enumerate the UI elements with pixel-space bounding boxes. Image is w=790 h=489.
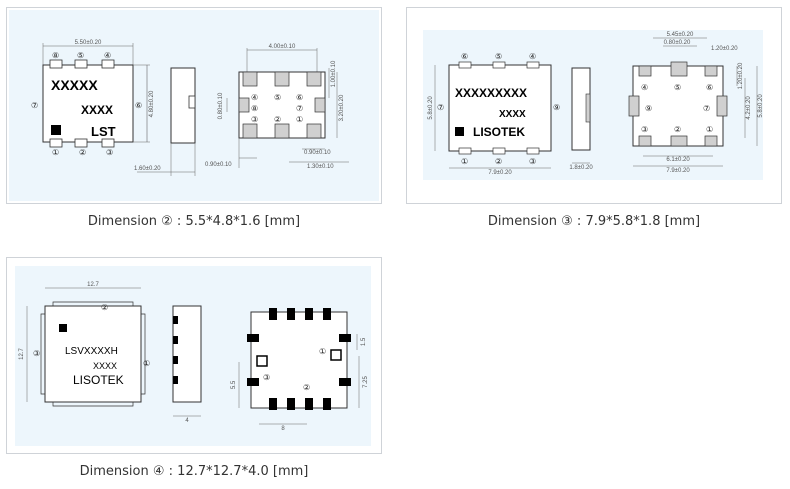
d2-bottom-pad-v2-label: 0.80±0.10: [218, 92, 224, 119]
caption-dimension-4: Dimension ④ : 12.7*12.7*4.0 [mm]: [79, 464, 309, 479]
caption-dimension-3: Dimension ③ : 7.9*5.8*1.8 [mm]: [487, 214, 701, 229]
d2-pin-5b: ⑤: [77, 51, 84, 60]
d3-top-height-label: 5.8±0.20: [428, 96, 434, 120]
d2-top-view: 5.50±0.20 XXXXX XXXX LST ⑧ ⑤ ④ ⑦ ⑥ ① ② ③…: [31, 40, 155, 157]
caption-dimension-2: Dimension ② : 5.5*4.8*1.6 [mm]: [87, 214, 301, 229]
d4-side-thickness-label: 4: [185, 418, 189, 424]
d2-bottom-view: 4.00±0.10 ④ ⑤ ⑥ ⑧ ⑦ ③ ② ① 1.00±0.10 0.80…: [205, 44, 349, 170]
d3-pin-3: ③: [529, 157, 536, 166]
d3-bottom-top-w3-label: 0.80±0.20: [664, 40, 691, 46]
d2-bottom-pad-h1-label: 0.90±0.10: [205, 162, 232, 168]
drawing-d3: ⑥ ⑤ ④ ⑦ ⑨ ① ② ③ XXXXXXXXX XXXX LISOTEK 5…: [423, 30, 764, 180]
drawing-d2: 5.50±0.20 XXXXX XXXX LST ⑧ ⑤ ④ ⑦ ⑥ ① ② ③…: [9, 10, 379, 201]
d2-bottom-pin-3: ③: [251, 115, 258, 124]
d2-bottom-pad-h2-label: 0.90±0.10: [304, 150, 331, 156]
d4-marking-line1: LSVXXXXH: [65, 346, 118, 357]
d4-top-width-label: 12.7: [87, 282, 99, 288]
d2-bottom-pin-1: ①: [296, 115, 303, 124]
d4-bottom-pad-label: 1.5: [361, 337, 367, 346]
diagram-panel-d2: 5.50±0.20 XXXXX XXXX LST ⑧ ⑤ ④ ⑦ ⑥ ① ② ③…: [6, 7, 382, 204]
d2-bottom-pin-4: ④: [251, 93, 258, 102]
d3-pin-9: ⑨: [553, 103, 560, 112]
d3-top-width-label: 7.9±0.20: [488, 170, 512, 176]
d2-pin-2: ②: [79, 148, 86, 157]
pin1-indicator-square: [51, 125, 61, 135]
d3-bottom-pin-6: ⑥: [706, 83, 713, 92]
d2-bottom-pad-v3-label: 3.20±0.20: [339, 94, 345, 121]
d2-marking-brand: LST: [91, 124, 116, 139]
d2-pin-7: ⑦: [31, 101, 38, 110]
d3-pin-2: ②: [495, 157, 502, 166]
d2-marking-line1: XXXXX: [51, 77, 98, 93]
d2-bottom-pin-2: ②: [274, 115, 281, 124]
d3-bottom-pin-4: ④: [641, 83, 648, 92]
d3-bottom-view: 5.45±0.20 0.80±0.20 1.20±0.20 ④ ⑤ ⑥ ⑨ ⑦ …: [628, 32, 764, 174]
d2-pin-8: ⑧: [52, 51, 59, 60]
d3-bottom-pin-2: ②: [674, 125, 681, 134]
d2-pin-6: ⑥: [135, 101, 142, 110]
d3-bottom-w1-label: 6.1±0.20: [666, 157, 690, 163]
d3-pin-6: ⑥: [461, 52, 468, 61]
d4-pin1-indicator-square: [59, 324, 67, 332]
d2-top-width-label: 5.50±0.20: [75, 40, 102, 46]
d2-side-thickness-label: 1.60±0.20: [134, 166, 161, 172]
d3-bottom-top-w1-label: 5.45±0.20: [667, 32, 694, 38]
d3-bottom-right-3-label: 5.8±0.20: [758, 94, 764, 118]
d3-pin-7: ⑦: [437, 103, 444, 112]
d4-bottom-h2-label: 7.25: [363, 376, 369, 388]
d4-top-view: 12.7 ② ③ ① LSVXXXXH XXXX LISOTEK 12.7: [19, 282, 150, 407]
d2-pin-4: ④: [104, 51, 111, 60]
d4-bottom-view: ③ ① ② 8 5.5 7.25 1.5: [231, 308, 369, 432]
d2-bottom-pin-6: ⑥: [296, 93, 303, 102]
d4-top-pin-2: ②: [101, 303, 108, 312]
d3-marking-line2: XXXX: [499, 109, 526, 120]
d3-pin-1: ①: [461, 157, 468, 166]
d2-bottom-pad-h3-label: 1.30±0.10: [307, 164, 334, 170]
d3-pin-5: ⑤: [495, 52, 502, 61]
d3-bottom-pin-5: ⑤: [674, 83, 681, 92]
d2-pin-3: ③: [106, 148, 113, 157]
d3-bottom-pin-7: ⑦: [703, 104, 710, 113]
d4-top-pin-3: ③: [33, 349, 40, 358]
d4-top-pin-1: ①: [143, 359, 150, 368]
d3-side-thickness-label: 1.8±0.20: [569, 165, 593, 171]
d3-bottom-pin-3: ③: [641, 125, 648, 134]
d3-side-view: 1.8±0.20: [569, 67, 593, 171]
d4-side-view: 4: [172, 305, 202, 424]
diagram-panel-d3: ⑥ ⑤ ④ ⑦ ⑨ ① ② ③ XXXXXXXXX XXXX LISOTEK 5…: [406, 7, 782, 204]
d3-bottom-top-w2-label: 1.20±0.20: [711, 46, 738, 52]
drawing-d4: 12.7 ② ③ ① LSVXXXXH XXXX LISOTEK 12.7 4: [15, 266, 371, 446]
d4-bottom-pin-1: ①: [319, 347, 326, 356]
d2-marking-line2: XXXX: [81, 103, 113, 117]
d3-top-view: ⑥ ⑤ ④ ⑦ ⑨ ① ② ③ XXXXXXXXX XXXX LISOTEK 5…: [428, 52, 560, 176]
d4-bottom-pin-3: ③: [263, 373, 270, 382]
d3-bottom-pin-1: ①: [706, 125, 713, 134]
d2-top-height-label: 4.80±0.20: [149, 90, 155, 117]
d3-bottom-w2-label: 7.9±0.20: [666, 168, 690, 174]
d2-side-view: 1.60±0.20: [134, 67, 196, 176]
d4-marking-line2: XXXX: [93, 361, 117, 371]
d2-bottom-pin-5: ⑤: [274, 93, 281, 102]
d3-pin1-indicator-square: [455, 127, 464, 136]
d3-marking-brand: LISOTEK: [473, 125, 525, 139]
d3-bottom-right-1-label: 1.20±0.20: [738, 62, 744, 89]
diagram-panel-d4: 12.7 ② ③ ① LSVXXXXH XXXX LISOTEK 12.7 4: [6, 257, 382, 454]
d3-marking-line1: XXXXXXXXX: [455, 86, 527, 100]
d2-pin-1: ①: [52, 148, 59, 157]
d4-top-height-label: 12.7: [19, 348, 25, 360]
d4-bottom-width-label: 8: [281, 426, 285, 432]
d4-bottom-h1-label: 5.5: [231, 380, 237, 389]
d3-bottom-right-2-label: 4.2±0.20: [746, 96, 752, 120]
d4-marking-brand: LISOTEK: [73, 373, 124, 387]
d2-bottom-width-label: 4.00±0.10: [269, 44, 296, 50]
d2-bottom-pad-v1-label: 1.00±0.10: [331, 60, 337, 87]
d3-bottom-pin-9: ⑨: [645, 104, 652, 113]
d3-pin-4: ④: [529, 52, 536, 61]
d2-bottom-pin-7: ⑦: [296, 104, 303, 113]
d4-bottom-pin-2: ②: [303, 383, 310, 392]
d2-bottom-pin-8: ⑧: [251, 104, 258, 113]
